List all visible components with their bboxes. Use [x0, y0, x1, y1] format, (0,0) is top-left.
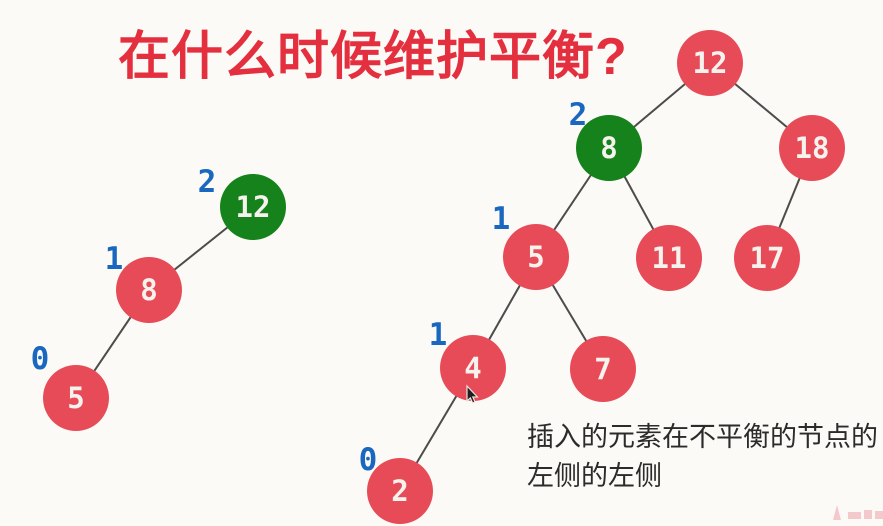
watermark-logo-icon: [833, 505, 883, 520]
tree-node-5: 50: [31, 341, 109, 431]
node-value: 17: [750, 241, 785, 275]
node-value: 18: [795, 131, 830, 165]
node-value: 7: [594, 352, 611, 386]
node-value: 8: [140, 273, 157, 307]
tree-node-12: 12 2: [198, 164, 286, 240]
node-circle-red: [367, 458, 433, 524]
node-value: 2: [391, 474, 408, 508]
caption-line-1: 插入的元素在不平衡的节点的: [527, 422, 878, 452]
caption-text: 插入的元素在不平衡的节点的 左侧的左侧: [527, 418, 878, 496]
node-circle-red: [779, 115, 845, 181]
height-label: 2: [569, 97, 588, 133]
node-value: 5: [527, 240, 544, 274]
node-circle-red: [116, 257, 182, 323]
node-value: 4: [464, 351, 481, 385]
tree-node-8: 81: [105, 241, 182, 323]
node-value: 12: [693, 46, 728, 80]
mouse-cursor-icon: [466, 384, 479, 404]
node-value: 12: [236, 190, 271, 224]
tree-node-18: 18: [779, 115, 845, 181]
node-circle-red: [734, 225, 800, 291]
tree-node-11: 11: [636, 225, 702, 291]
page-title: 在什么时候维护平衡?: [118, 28, 628, 86]
height-label: 0: [359, 442, 378, 478]
node-value: 11: [652, 241, 687, 275]
height-label: 1: [429, 317, 448, 353]
node-circle-green: [220, 174, 286, 240]
caption-line-2: 左侧的左侧: [527, 461, 662, 491]
tree-node-8: 82: [569, 97, 642, 181]
height-label: 2: [198, 164, 217, 200]
height-label: 0: [31, 341, 50, 377]
node-circle-red: [570, 336, 636, 402]
node-circle-red: [677, 30, 743, 96]
tree-node-2: 20: [359, 442, 433, 524]
tree-node-4: 41: [429, 317, 506, 401]
node-circle-red: [440, 335, 506, 401]
height-label: 1: [492, 201, 511, 237]
node-value: 5: [67, 381, 84, 415]
tree-node-5: 51: [492, 201, 569, 290]
tree-node-7: 7: [570, 336, 636, 402]
node-value: 8: [600, 131, 617, 165]
tree-node-12: 12: [677, 30, 743, 96]
node-circle-green: [576, 115, 642, 181]
node-circle-red: [43, 365, 109, 431]
height-label: 1: [105, 241, 124, 277]
tree-node-17: 17: [734, 225, 800, 291]
left-tree: 12 2 81 50: [31, 164, 286, 431]
node-circle-red: [636, 225, 702, 291]
node-circle-red: [503, 224, 569, 290]
